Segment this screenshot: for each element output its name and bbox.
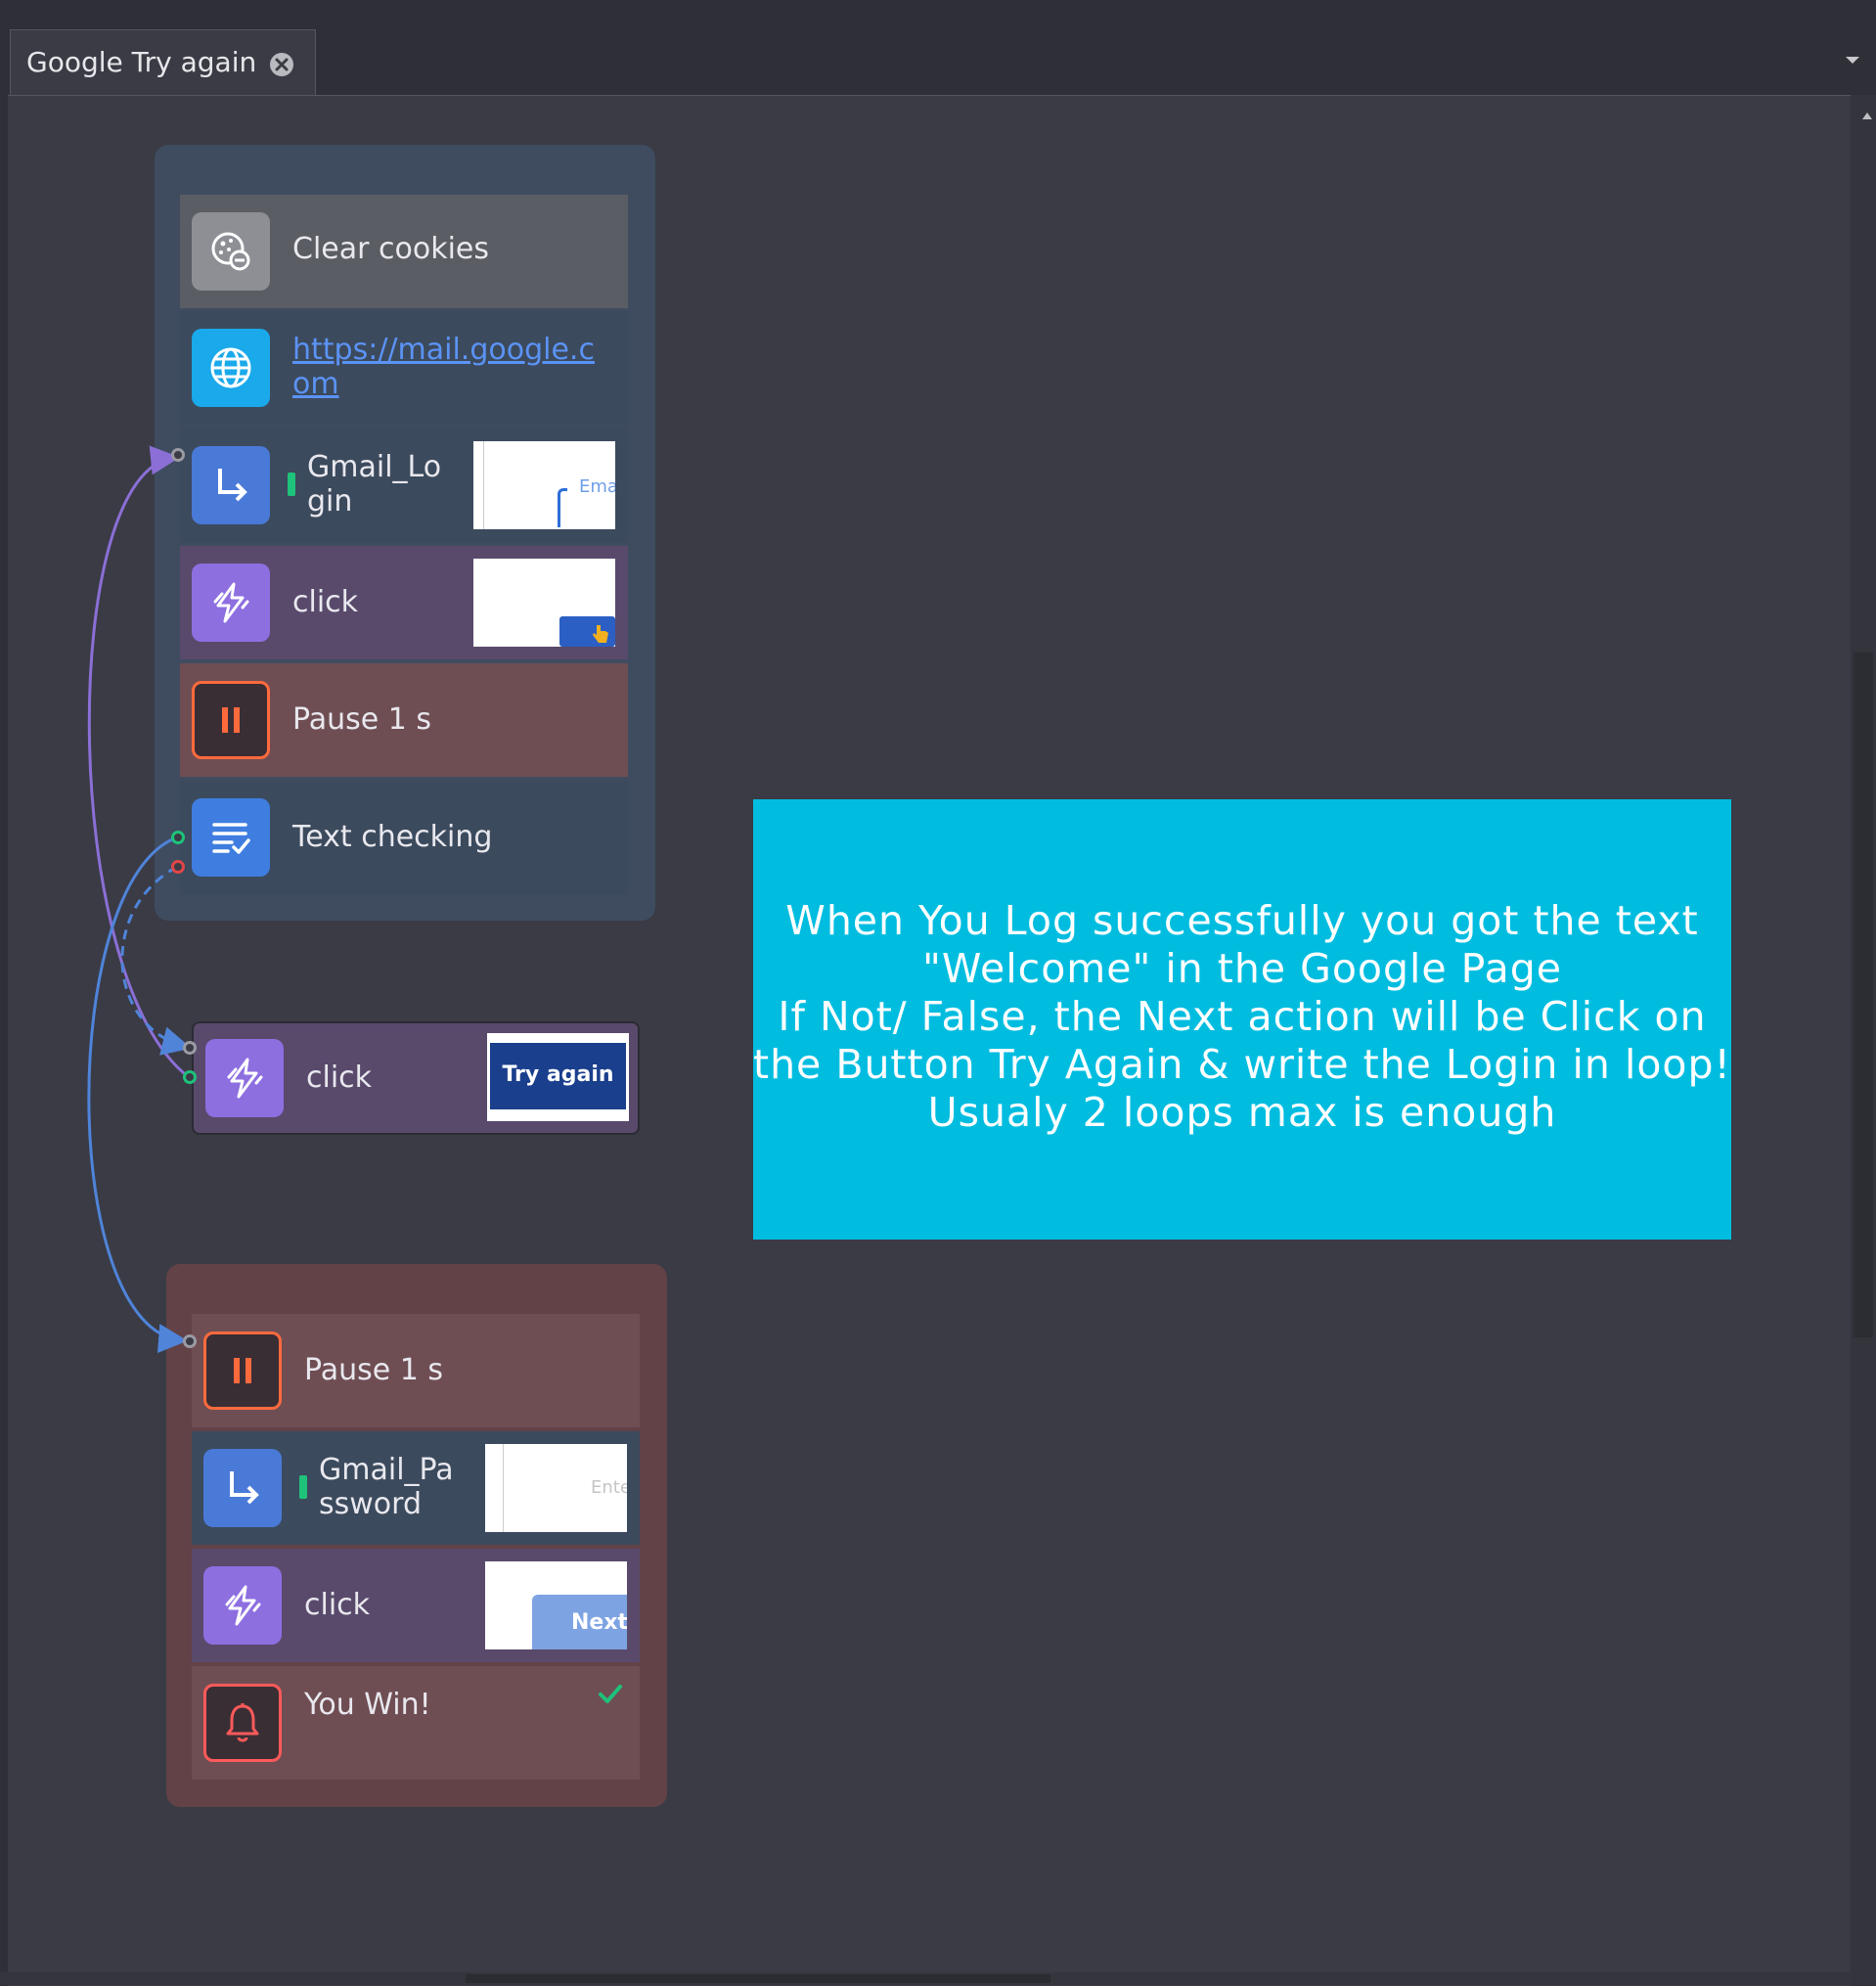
element-thumbnail: Try again bbox=[487, 1033, 629, 1121]
block-pause[interactable]: Pause 1 s bbox=[180, 663, 628, 777]
scrollbar-thumb[interactable] bbox=[466, 1974, 1050, 1983]
pause-icon bbox=[203, 1332, 282, 1410]
lightning-icon bbox=[203, 1566, 282, 1645]
cursor-hand-icon bbox=[593, 625, 608, 643]
bell-icon bbox=[203, 1684, 282, 1762]
block-you-win[interactable]: You Win! bbox=[192, 1666, 640, 1780]
scroll-up-icon[interactable] bbox=[1861, 110, 1873, 121]
thumbnail-text: Next bbox=[571, 1610, 627, 1635]
block-click-next[interactable]: click Next bbox=[192, 1549, 640, 1662]
lightning-icon bbox=[192, 564, 270, 642]
block-label: You Win! bbox=[304, 1688, 431, 1722]
tab-google-try-again[interactable]: Google Try again bbox=[10, 29, 316, 96]
input-port[interactable] bbox=[183, 1334, 197, 1348]
close-icon[interactable] bbox=[267, 50, 296, 79]
status-indicator bbox=[288, 473, 295, 496]
block-label: Pause 1 s bbox=[292, 702, 432, 737]
thumbnail-text: Try again bbox=[502, 1062, 614, 1087]
chevron-down-icon[interactable] bbox=[1843, 53, 1862, 67]
block-click[interactable]: click bbox=[180, 546, 628, 659]
output-port-false[interactable] bbox=[171, 860, 185, 874]
block-pause[interactable]: Pause 1 s bbox=[192, 1314, 640, 1427]
tab-bar: Google Try again bbox=[0, 0, 1876, 96]
arrow-return-icon bbox=[203, 1449, 282, 1527]
arrow-return-icon bbox=[192, 446, 270, 524]
horizontal-scrollbar[interactable] bbox=[0, 1972, 1851, 1985]
block-label: click bbox=[306, 1061, 373, 1095]
block-label: Text checking bbox=[292, 820, 493, 854]
block-clear-cookies[interactable]: Clear cookies bbox=[180, 195, 628, 308]
block-open-url[interactable]: https://mail.google.com bbox=[180, 311, 628, 425]
lightning-icon bbox=[205, 1039, 284, 1117]
block-label: Gmail_Login bbox=[307, 450, 442, 519]
check-icon bbox=[599, 1685, 622, 1703]
comment-note[interactable]: When You Log successfully you got the te… bbox=[753, 799, 1731, 1240]
block-label: Pause 1 s bbox=[304, 1353, 444, 1387]
input-port[interactable] bbox=[183, 1041, 197, 1055]
thumbnail-text: Ema bbox=[579, 476, 615, 497]
url-link[interactable]: https://mail.google.com bbox=[292, 333, 595, 401]
pause-icon bbox=[192, 681, 270, 759]
cookie-icon bbox=[192, 212, 270, 291]
input-port[interactable] bbox=[171, 448, 185, 462]
tab-title: Google Try again bbox=[26, 46, 257, 78]
block-gmail-login[interactable]: Gmail_Login Ema bbox=[180, 429, 628, 542]
element-thumbnail: Ente bbox=[485, 1444, 627, 1532]
element-thumbnail: Ema bbox=[473, 441, 615, 529]
output-port-true[interactable] bbox=[171, 831, 185, 844]
element-thumbnail bbox=[473, 559, 615, 647]
vertical-scrollbar[interactable] bbox=[1851, 95, 1876, 1985]
element-thumbnail: Next bbox=[485, 1561, 627, 1649]
scrollbar-thumb[interactable] bbox=[1854, 653, 1873, 1337]
globe-icon bbox=[192, 329, 270, 407]
text-check-icon bbox=[192, 798, 270, 877]
block-label: click bbox=[292, 585, 359, 619]
block-label: click bbox=[304, 1588, 371, 1622]
block-click-try-again[interactable]: click Try again bbox=[192, 1021, 640, 1135]
status-indicator bbox=[299, 1475, 307, 1499]
output-port-true[interactable] bbox=[183, 1070, 197, 1084]
block-text-checking[interactable]: Text checking bbox=[180, 781, 628, 894]
block-label: Gmail_Password bbox=[319, 1453, 454, 1521]
block-gmail-password[interactable]: Gmail_Password Ente bbox=[192, 1431, 640, 1545]
block-label: Clear cookies bbox=[292, 232, 489, 266]
thumbnail-text: Ente bbox=[591, 1477, 627, 1498]
